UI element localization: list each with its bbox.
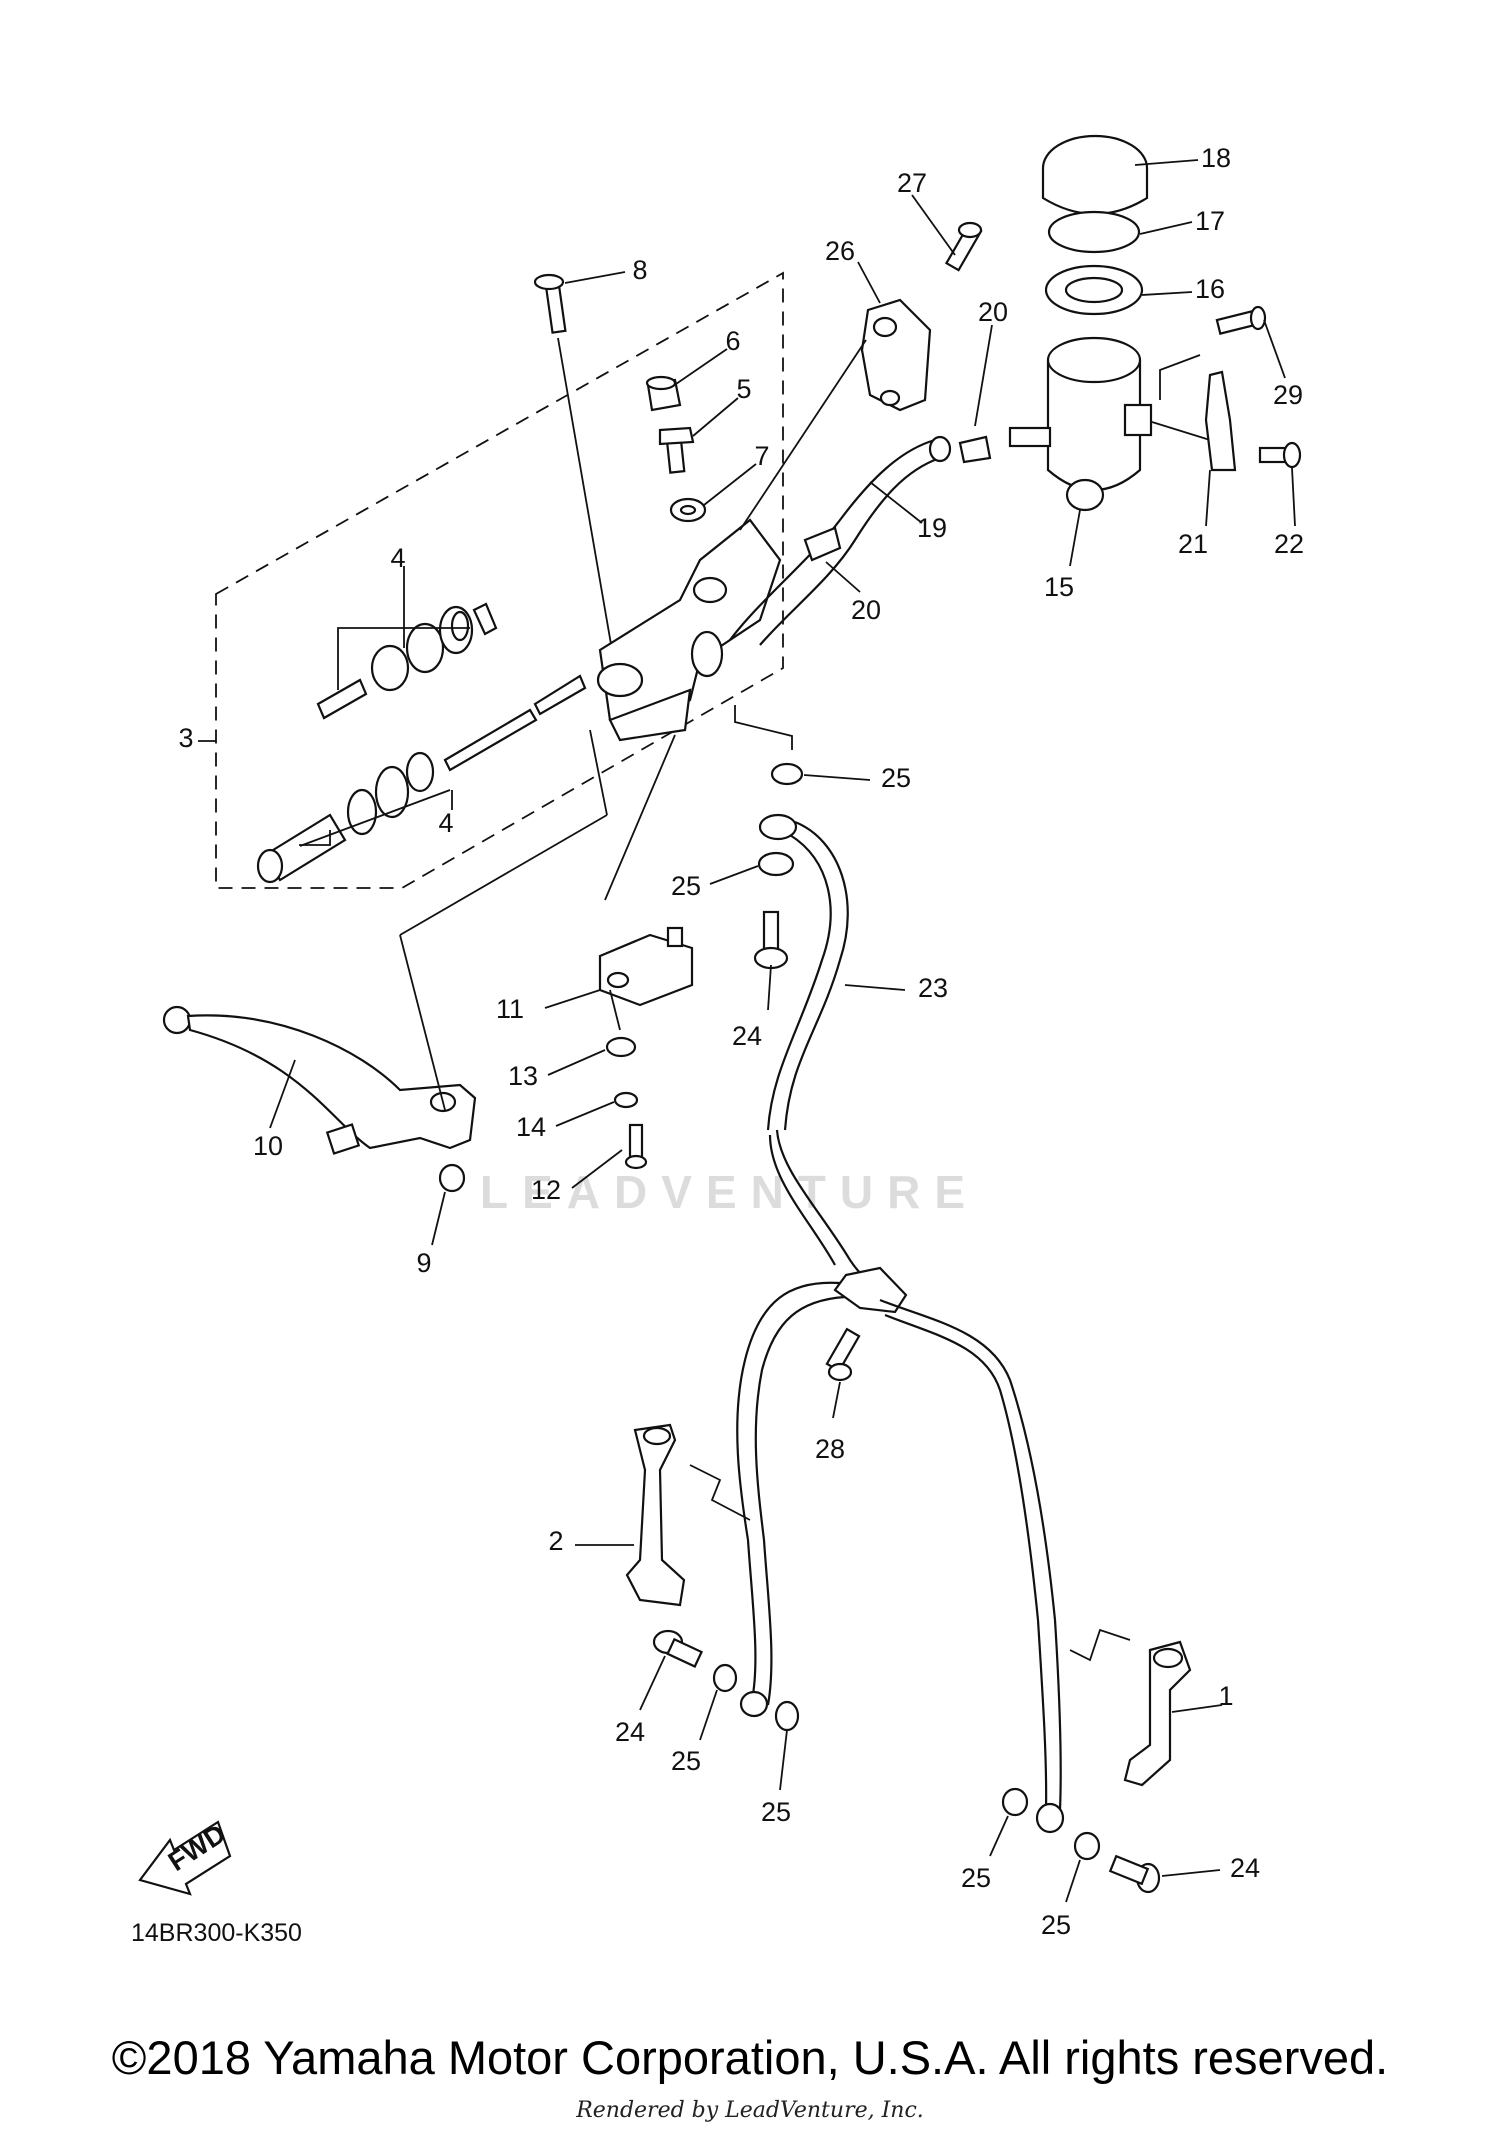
callout-number-1: 1 xyxy=(1218,1681,1233,1711)
master-cylinder-body xyxy=(596,518,782,742)
diagram-code: 14BR300-K350 xyxy=(131,1919,302,1947)
union-bolt-24-b xyxy=(639,1629,704,1711)
callout-number-5: 5 xyxy=(736,374,751,404)
callout-number-15: 15 xyxy=(1044,572,1074,602)
callout-number-18: 18 xyxy=(1201,143,1231,173)
callout-number-12: 12 xyxy=(531,1175,561,1205)
brake-switch-11 xyxy=(544,734,694,1031)
washer-25-b xyxy=(709,851,795,885)
washer-25-d xyxy=(774,1700,800,1791)
callout-number-20: 20 xyxy=(978,297,1008,327)
callout-number-3: 3 xyxy=(178,723,193,753)
piston-kit-4-bottom xyxy=(256,674,587,884)
washer-13 xyxy=(547,1036,637,1076)
reservoir-hose-19 xyxy=(729,435,952,646)
callout-number-11: 11 xyxy=(496,994,524,1024)
brake-hose-23 xyxy=(758,813,906,1283)
callout-number-2: 2 xyxy=(548,1526,563,1556)
washer-25-e xyxy=(989,1787,1029,1857)
watermark: LEADVENTURE xyxy=(480,1166,980,1218)
stay-21 xyxy=(1204,370,1237,527)
callout-number-14: 14 xyxy=(516,1112,546,1142)
callout-number-4: 4 xyxy=(390,543,405,573)
reservoir-15 xyxy=(1008,336,1211,567)
callout-number-21: 21 xyxy=(1178,529,1208,559)
callout-number-27: 27 xyxy=(897,168,927,198)
washer-7 xyxy=(669,463,757,523)
lower-hose-left xyxy=(689,1464,773,1718)
brake-lever-10 xyxy=(162,729,608,1155)
diaphragm-plate-17 xyxy=(1047,210,1193,254)
hose-guide-1 xyxy=(1123,1640,1223,1787)
callout-number-23: 23 xyxy=(918,973,948,1003)
callout-number-29: 29 xyxy=(1273,380,1303,410)
bolt-27 xyxy=(911,194,983,272)
callout-number-24: 24 xyxy=(615,1717,645,1747)
bleed-screw-5 xyxy=(658,397,739,474)
washer-14 xyxy=(555,1091,639,1127)
fwd-arrow-icon: FWD xyxy=(138,1818,232,1896)
washer-25-a xyxy=(734,705,871,786)
reservoir-cap-18 xyxy=(1041,134,1199,215)
callout-number-26: 26 xyxy=(825,236,855,266)
cap-6 xyxy=(645,348,728,412)
nut-9 xyxy=(431,1163,466,1246)
callout-number-25: 25 xyxy=(671,871,701,901)
lower-hose-right xyxy=(1035,1619,1131,1834)
callout-number-25: 25 xyxy=(881,763,911,793)
union-bolt-24-c xyxy=(1108,1854,1221,1894)
bolt-28 xyxy=(825,1327,861,1419)
callout-number-25: 25 xyxy=(961,1863,991,1893)
callout-number-6: 6 xyxy=(725,326,740,356)
callout-number-8: 8 xyxy=(632,255,647,285)
screw-8 xyxy=(533,271,626,651)
hose-guide-2 xyxy=(575,1423,686,1607)
callout-number-10: 10 xyxy=(253,1131,283,1161)
callout-number-19: 19 xyxy=(917,513,947,543)
piston-kit-4-top xyxy=(316,566,498,720)
diaphragm-16 xyxy=(1044,264,1193,316)
hose-clip-20 xyxy=(803,324,993,593)
callout-number-24: 24 xyxy=(1230,1853,1260,1883)
screw-12 xyxy=(571,1123,648,1189)
holder-26 xyxy=(739,261,932,531)
assembly-3-boundary xyxy=(215,271,784,889)
rendered-by-notice: Rendered by LeadVenture, Inc. xyxy=(576,2098,924,2123)
copyright-notice: ©2018 Yamaha Motor Corporation, U.S.A. A… xyxy=(111,2031,1389,2084)
callout-number-25: 25 xyxy=(671,1746,701,1776)
callout-number-22: 22 xyxy=(1274,529,1304,559)
screw-22 xyxy=(1258,441,1302,527)
washer-25-c xyxy=(699,1663,738,1741)
callout-number-24: 24 xyxy=(732,1021,762,1051)
callout-number-25: 25 xyxy=(761,1797,791,1827)
callout-number-7: 7 xyxy=(754,441,769,471)
callout-number-20: 20 xyxy=(851,595,881,625)
washer-25-f xyxy=(1065,1831,1101,1903)
callout-number-13: 13 xyxy=(508,1061,538,1091)
callout-number-16: 16 xyxy=(1195,274,1225,304)
callout-number-28: 28 xyxy=(815,1434,845,1464)
callout-number-17: 17 xyxy=(1195,206,1225,236)
callout-number-9: 9 xyxy=(416,1248,431,1278)
bolt-29 xyxy=(1215,305,1286,379)
union-bolt-24-a xyxy=(753,910,789,1011)
callout-number-25: 25 xyxy=(1041,1910,1071,1940)
hose-joint xyxy=(736,1266,1057,1621)
callout-number-4: 4 xyxy=(438,808,453,838)
